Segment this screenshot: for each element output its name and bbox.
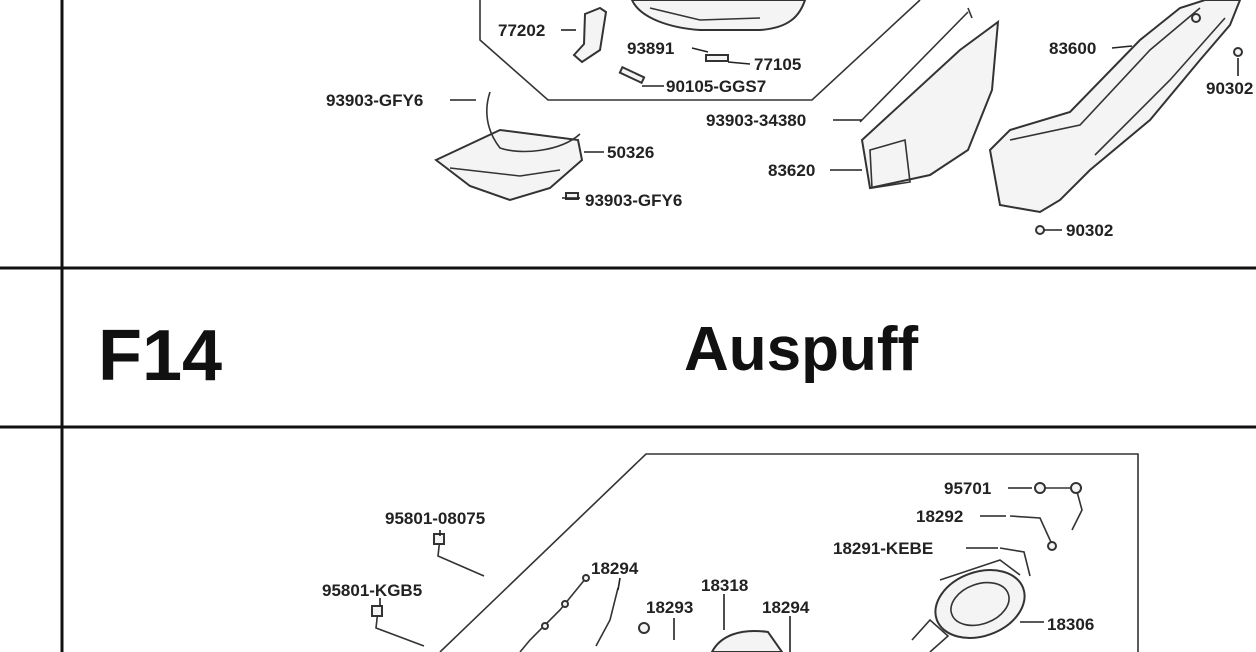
tank-part [630, 0, 807, 31]
screw-77105 [705, 54, 729, 62]
leader-b5 [617, 577, 621, 591]
wire-18292 [1009, 515, 1055, 549]
part-label: 18294 [762, 598, 810, 617]
side-cover-screw-line [859, 11, 969, 123]
heat-shield-18318 [710, 630, 784, 652]
top-group-frame [479, 0, 921, 101]
part-label: 90302 [1066, 221, 1113, 240]
tank-detail [649, 7, 761, 21]
side-cover-vent [869, 138, 911, 189]
inner-fender-curve [486, 91, 581, 153]
part-label: 18292 [916, 507, 963, 526]
long-cover-83600 [988, 0, 1242, 214]
part-label: 77105 [754, 55, 801, 74]
bracket-77202 [572, 6, 608, 64]
part-label: 93891 [627, 39, 674, 58]
top-diagram: 77202 93891 77105 90105-GGS7 93903-GFY6 … [326, 0, 1253, 240]
part-label: 18318 [701, 576, 748, 595]
connector-95701 [1034, 482, 1046, 494]
part-label: 95701 [944, 479, 991, 498]
muffler-inner [950, 581, 1010, 627]
washer-18293 [638, 622, 650, 634]
long-cover-ridge [1009, 7, 1201, 141]
bottom-group-frame [439, 453, 1139, 652]
connector-95701-b [1070, 482, 1082, 494]
bolt-95801-KGB5 [375, 609, 425, 647]
gasket-dot [582, 574, 590, 582]
part-label: 18293 [646, 598, 693, 617]
section-title: Auspuff [684, 315, 919, 384]
connector-18292 [1047, 541, 1057, 551]
part-label: 18306 [1047, 615, 1094, 634]
part-label: 50326 [607, 143, 654, 162]
wire-18291 [999, 547, 1031, 577]
muffler-end-18306 [934, 569, 1026, 639]
bottom-diagram: 95701 18292 18291-KEBE 95801-08075 18294… [322, 453, 1139, 652]
part-label: 77202 [498, 21, 545, 40]
screw-90105 [618, 65, 646, 85]
gasket-dot [541, 622, 549, 630]
part-label: 90302 [1206, 79, 1253, 98]
long-cover-hole [1191, 13, 1201, 23]
gasket-18294-right [595, 587, 619, 647]
inner-fender-detail [449, 167, 561, 177]
muffler-bracket [911, 618, 950, 652]
screw-mark [967, 7, 973, 19]
section-code: F14 [98, 316, 222, 396]
screw-90302-bottom [1035, 225, 1045, 235]
wire-95701 [1036, 487, 1083, 531]
part-label: 95801-KGB5 [322, 581, 422, 600]
leader-t2 [691, 47, 709, 53]
part-label: 90105-GGS7 [666, 77, 766, 96]
screw-90302-right [1233, 47, 1243, 57]
gasket-dot [561, 600, 569, 608]
part-label: 95801-08075 [385, 509, 485, 528]
muffler-top [939, 559, 1021, 581]
bolt-head-2 [371, 605, 383, 617]
part-label: 93903-GFY6 [326, 91, 423, 110]
part-label: 93903-34380 [706, 111, 806, 130]
screw-93903-bottom [565, 192, 579, 200]
part-label: 83620 [768, 161, 815, 180]
bolt-head-1 [433, 533, 445, 545]
part-label: 93903-GFY6 [585, 191, 682, 210]
part-label: 18291-KEBE [833, 539, 933, 558]
side-cover-83620 [860, 19, 1000, 190]
inner-fender-50326 [434, 128, 584, 202]
part-label: 18294 [591, 559, 639, 578]
leader-t10 [1111, 45, 1133, 49]
part-label: 83600 [1049, 39, 1096, 58]
gasket-18294-left [519, 577, 587, 652]
long-cover-ridge-2 [1094, 17, 1226, 156]
leader-t3 [727, 61, 751, 65]
